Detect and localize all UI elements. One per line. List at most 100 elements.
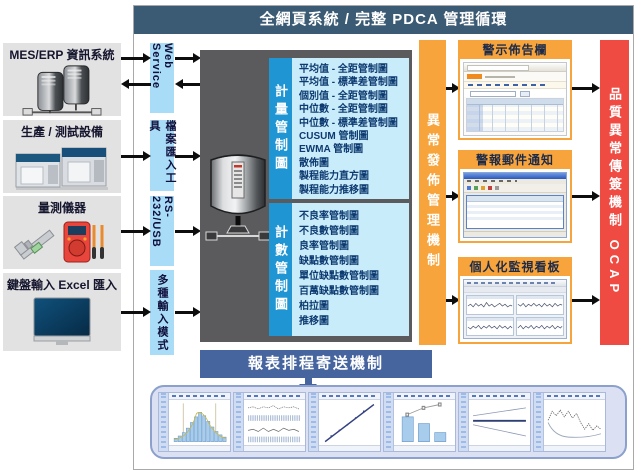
- browser-chrome: [464, 63, 566, 72]
- flow-arrow-right: [446, 294, 460, 306]
- flow-arrow-right: [121, 225, 151, 237]
- histogram-chart-icon: [169, 400, 230, 445]
- flow-arrow-right: [446, 190, 460, 202]
- mini-control-chart: [516, 316, 564, 336]
- thumb-sidebar: [309, 393, 319, 451]
- menu-row: [464, 81, 566, 89]
- thumb-header: [169, 393, 230, 400]
- bulletin-screenshot-mock: [463, 62, 567, 136]
- panel-alert-board-body: [460, 59, 570, 139]
- chart-type-item: 推移圖: [299, 316, 329, 327]
- panel-email-notify: 警報郵件通知: [458, 150, 572, 243]
- mini-control-chart: [516, 295, 564, 315]
- flow-arrow-right: [121, 306, 151, 318]
- run-chart-icon: [544, 400, 605, 445]
- source-card-mes-erp: MES/ERP 資訊系統: [3, 43, 121, 116]
- flow-arrow-right: [175, 150, 201, 162]
- chart-type-item: CUSUM 管制圖: [299, 131, 369, 143]
- channel-multi-input: 多種輸入模式: [150, 270, 174, 355]
- panel-alert-board-title: 警示佈告欄: [460, 42, 570, 59]
- report-thumb-probability: [308, 392, 381, 452]
- monitor-icon: [3, 293, 121, 351]
- flow-arrow-right: [572, 190, 600, 202]
- chart-type-item: 平均值 - 全距管制圖: [299, 64, 388, 75]
- app-logo-row: [464, 72, 566, 81]
- thumb-header: [319, 393, 380, 400]
- channel-web-service: Web Service: [150, 43, 174, 113]
- thumb-header: [469, 393, 530, 400]
- probability-plot-icon: [319, 400, 380, 445]
- chart-type-item: 單位缺點數管制圖: [299, 271, 379, 282]
- alert-table-mock: [466, 98, 564, 132]
- database-icon: [205, 154, 271, 241]
- channel-file-import: 檔案匯入工具: [148, 120, 176, 191]
- thumb-sidebar: [534, 393, 544, 451]
- flow-arrow-right: [121, 52, 151, 64]
- abnormality-dispatch-bar: 異常發佈管理機制: [419, 40, 446, 345]
- report-schedule-banner: 報表排程寄送機制: [200, 350, 432, 378]
- chart-type-item: 不良數管制圖: [299, 226, 359, 237]
- dashboard-screenshot-mock: [463, 279, 567, 339]
- browser-chrome: [464, 280, 566, 287]
- attributes-chart-group: 計數管制圖 不良率管制圖 不良數管制圖 良率管制圖 缺點數管制圖 單位缺點數管制…: [269, 203, 409, 336]
- servers-icon: [22, 64, 102, 116]
- instruments-icon: [3, 216, 121, 269]
- thumb-sidebar: [384, 393, 394, 451]
- funnel-lines-chart-icon: [469, 400, 530, 445]
- panel-monitor-board-title: 個人化監視看板: [460, 259, 570, 276]
- thumb-footer: [394, 445, 455, 451]
- chart-type-item: 製程能力推移圖: [299, 184, 369, 196]
- thumb-footer: [319, 445, 380, 451]
- instruments-icon: [13, 221, 104, 262]
- variables-chart-list: 平均值 - 全距管制圖 平均值 - 標準差管制圖 個別值 - 全距管制圖 中位數…: [292, 58, 409, 199]
- chart-type-item: 製程能力直方圖: [299, 171, 369, 183]
- flow-arrow-right: [175, 52, 201, 64]
- source-card-equipment: 生產 / 測試設備: [3, 120, 121, 193]
- thumb-footer: [244, 445, 305, 451]
- menu-row: [464, 179, 566, 184]
- flow-arrow-left: [121, 78, 151, 90]
- chart-type-item: 缺點數管制圖: [299, 256, 359, 267]
- chart-type-item: 中位數 - 全距管制圖: [299, 104, 388, 116]
- report-thumb-run-chart: [533, 392, 606, 452]
- servers-icon: [3, 63, 121, 116]
- window-titlebar: [464, 173, 566, 179]
- flow-arrow-right: [446, 82, 460, 94]
- mini-control-chart: [466, 295, 514, 315]
- chart-type-item: 不良率管制圖: [299, 211, 359, 222]
- mini-control-chart: [466, 316, 514, 336]
- diagram-title: 全網頁系統 / 完整 PDCA 管理循環: [134, 6, 633, 34]
- thumb-sidebar: [459, 393, 469, 451]
- chart-type-item: 中位數 - 標準差管制圖: [299, 117, 398, 129]
- machines-icon: [15, 147, 108, 190]
- toolbar-row: [464, 287, 566, 293]
- multi-run-chart-icon: [244, 400, 305, 445]
- flow-arrow-right: [572, 82, 600, 94]
- status-bar: [464, 231, 566, 237]
- toolbar-row: [464, 184, 566, 193]
- thumb-header: [394, 393, 455, 400]
- source-label: 鍵盤輸入 Excel 匯入: [6, 278, 118, 292]
- machines-icon: [3, 140, 121, 193]
- chart-type-item: 良率管制圖: [299, 241, 349, 252]
- source-label: MES/ERP 資訊系統: [9, 48, 115, 62]
- flow-arrow-right: [175, 225, 201, 237]
- pareto-chart-icon: [394, 400, 455, 445]
- panel-email-notify-body: [460, 169, 570, 241]
- chart-type-item: 百萬缺點數管制圖: [299, 286, 379, 297]
- report-thumb-histogram: [158, 392, 231, 452]
- attributes-chart-list: 不良率管制圖 不良數管制圖 良率管制圖 缺點數管制圖 單位缺點數管制圖 百萬缺點…: [292, 203, 409, 336]
- chart-grid: [464, 293, 566, 338]
- thumb-sidebar: [159, 393, 169, 451]
- panel-monitor-board: 個人化監視看板: [458, 257, 572, 344]
- flow-arrow-right: [572, 294, 600, 306]
- source-card-keyboard-excel: 鍵盤輸入 Excel 匯入: [3, 273, 121, 351]
- flow-arrow-left: [175, 78, 201, 90]
- source-card-instruments: 量測儀器: [3, 196, 121, 269]
- source-label: 量測儀器: [37, 201, 86, 215]
- thumb-sidebar: [234, 393, 244, 451]
- thumb-footer: [469, 445, 530, 451]
- flow-arrow-right: [175, 306, 201, 318]
- thumb-header: [544, 393, 605, 400]
